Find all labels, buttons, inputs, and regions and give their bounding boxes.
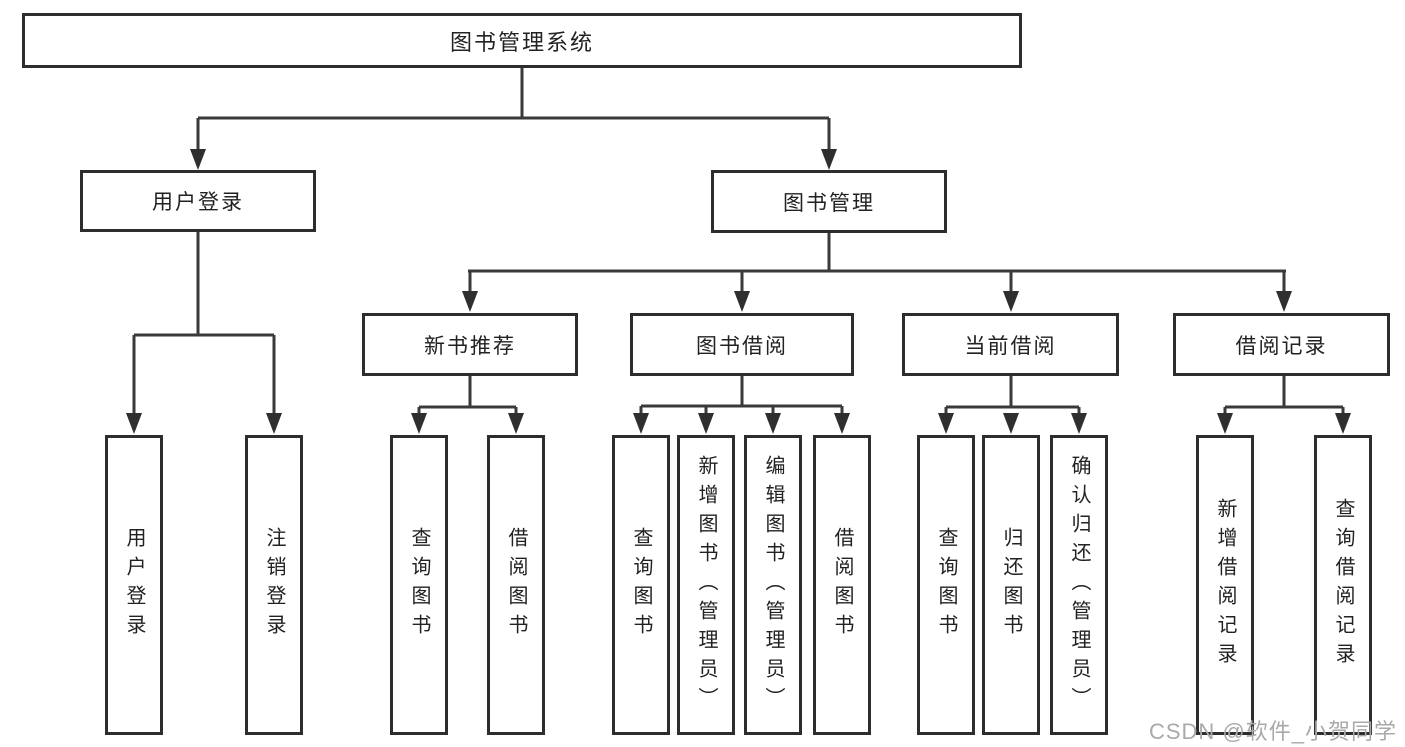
leaf-borrow-edit-books-admin: 编辑图书（管理员） (744, 435, 802, 735)
connector-login-to-leaves (132, 232, 276, 416)
leaf-borrow-add-books-admin: 新增图书（管理员） (677, 435, 735, 735)
node-label: 用户登录 (152, 191, 244, 214)
leaf-current-return-books: 归还图书 (982, 435, 1040, 735)
arrowhead-current-return (1003, 413, 1019, 434)
connector-records-to-leaves (1223, 376, 1345, 416)
leaf-newrec-query-books: 查询图书 (390, 435, 448, 735)
node-label: 新书推荐 (424, 334, 516, 358)
node-user-login: 用户登录 (80, 170, 316, 232)
arrowhead-records-add (1217, 413, 1233, 434)
connector-borrow-to-leaves (639, 376, 844, 416)
leaf-user-login: 用户登录 (105, 435, 163, 735)
connector-current-to-leaves (944, 376, 1081, 416)
arrowhead-borrow-add (698, 413, 714, 434)
arrowhead-book-borrow (734, 291, 750, 312)
arrowhead-borrow-query (633, 413, 649, 434)
node-label: 图书借阅 (696, 334, 788, 358)
arrowhead-newrec-borrow (508, 413, 524, 434)
leaf-logout: 注销登录 (245, 435, 303, 735)
connector-root-to-level2 (196, 68, 831, 152)
node-book-management: 图书管理 (711, 170, 947, 233)
arrowhead-new-recommend (462, 291, 478, 312)
csdn-watermark: CSDN @软件_小贺同学 (1148, 719, 1397, 744)
node-borrow-records: 借阅记录 (1173, 313, 1390, 376)
arrowhead-records-query (1335, 413, 1351, 434)
arrowhead-current-query (938, 413, 954, 434)
arrowhead-borrow-borrow (834, 413, 850, 434)
arrowhead-borrow-edit (765, 413, 781, 434)
arrowhead-leaf-login (126, 413, 142, 434)
node-label: 当前借阅 (964, 334, 1057, 358)
arrowhead-borrow-records (1276, 291, 1292, 312)
leaf-records-query-record: 查询借阅记录 (1314, 435, 1372, 735)
node-current-borrow: 当前借阅 (902, 313, 1119, 376)
node-book-borrow: 图书借阅 (630, 313, 854, 376)
connector-mgmt-to-groups (468, 233, 1286, 294)
arrowhead-newrec-query (411, 413, 427, 434)
leaf-current-confirm-return-admin: 确认归还（管理员） (1050, 435, 1108, 735)
leaf-current-query-books: 查询图书 (917, 435, 975, 735)
arrowhead-user-login (190, 149, 206, 170)
node-label: 图书管理系统 (449, 29, 594, 55)
arrowhead-current-borrow (1003, 291, 1019, 312)
node-book-management-system: 图书管理系统 (22, 13, 1022, 68)
node-new-book-recommend: 新书推荐 (362, 313, 578, 376)
arrowhead-current-confirm (1071, 413, 1087, 434)
leaf-borrow-query-books: 查询图书 (612, 435, 670, 735)
leaf-newrec-borrow-books: 借阅图书 (487, 435, 545, 735)
leaf-borrow-borrow-books: 借阅图书 (813, 435, 871, 735)
node-label: 图书管理 (783, 191, 875, 215)
node-label: 借阅记录 (1235, 334, 1328, 358)
arrowhead-book-management (821, 149, 837, 170)
arrowhead-leaf-logout (266, 413, 282, 434)
connector-newrec-to-leaves (417, 376, 518, 416)
leaf-records-add-record: 新增借阅记录 (1196, 435, 1254, 735)
